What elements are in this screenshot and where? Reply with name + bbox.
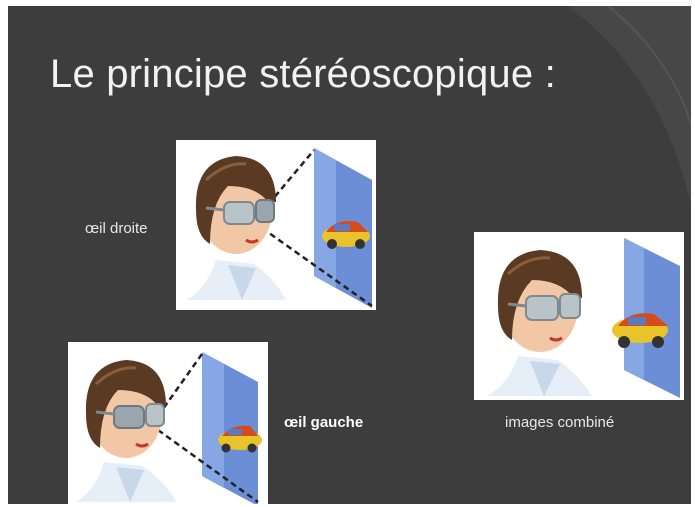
right-eye-image [176,140,376,310]
background-swoosh [568,6,691,206]
woman-with-glasses-icon [76,360,176,502]
car-icon [218,425,262,453]
car-icon [322,221,370,249]
left-eye-image [68,342,268,504]
slide-title: Le principe stéréoscopique : [50,52,556,96]
car-icon [612,313,668,348]
woman-with-glasses-icon [486,250,592,396]
woman-with-glasses-icon [186,156,286,300]
right-eye-caption: œil droite [85,220,148,237]
left-eye-caption: œil gauche [284,414,364,431]
combined-image [474,232,684,400]
slide: Le principe stéréoscopique : [8,6,691,504]
combined-caption: images combiné [505,414,615,431]
